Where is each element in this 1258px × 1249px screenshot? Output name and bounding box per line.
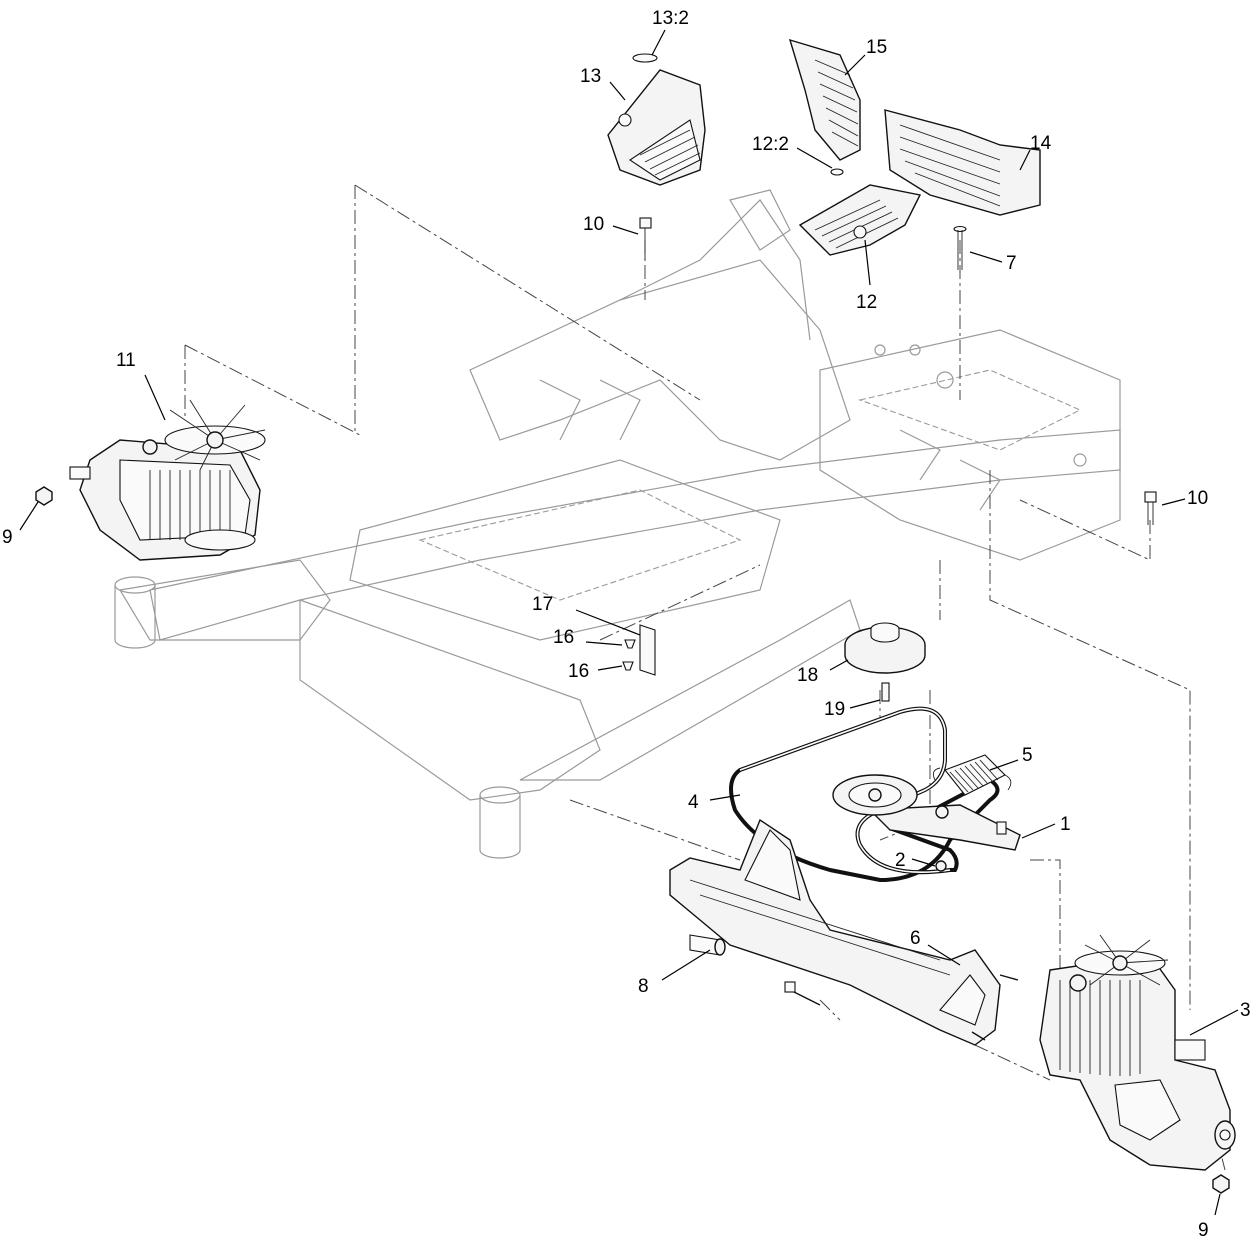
callout-13: 13: [580, 66, 601, 87]
side-guard-14: [884, 109, 1041, 216]
callout-13-2: 13:2: [652, 8, 689, 29]
bolt-bracket: [784, 981, 821, 1006]
spring-5: [932, 754, 1012, 796]
nut-9-left: [35, 486, 53, 506]
mower-frame: [114, 189, 1121, 859]
callout-10-top: 10: [583, 214, 604, 235]
callout-12: 12: [856, 292, 877, 313]
callout-3: 3: [1240, 1000, 1251, 1021]
callout-labels: 13:2 13 15 12:2 14 10 7 12 11 9 10 17 16…: [2, 8, 1251, 1241]
callout-2: 2: [895, 850, 906, 871]
transaxle-3-right: [1039, 934, 1236, 1171]
pulley-18: [844, 622, 926, 674]
callout-7: 7: [1006, 253, 1017, 274]
callout-16-lower: 16: [568, 661, 589, 682]
callout-9-left: 9: [2, 527, 13, 548]
callout-18: 18: [797, 665, 818, 686]
callout-5: 5: [1022, 745, 1033, 766]
idler-arm-1: [832, 774, 1021, 851]
transaxle-11-left: [69, 399, 266, 561]
callout-15: 15: [866, 37, 887, 58]
callout-10-right: 10: [1187, 488, 1208, 509]
nut-9-right: [1212, 1174, 1230, 1194]
callout-11: 11: [116, 350, 136, 371]
callout-19: 19: [824, 699, 845, 720]
seat-shroud-13: [607, 53, 706, 186]
callout-6: 6: [910, 928, 921, 949]
side-guard-15: [788, 38, 861, 161]
callout-17: 17: [532, 594, 553, 615]
callout-1: 1: [1060, 814, 1071, 835]
callout-9-right: 9: [1198, 1220, 1209, 1241]
bolt-10-right: [1144, 491, 1157, 525]
key-19: [881, 682, 890, 702]
bracket-17: [639, 624, 656, 676]
screw-16-upper: [624, 639, 636, 649]
pin-8: [689, 934, 726, 956]
bolt-2: [935, 860, 947, 872]
seat-shroud-12: [798, 168, 922, 256]
callout-4: 4: [688, 792, 699, 813]
screw-16-lower: [622, 661, 634, 671]
bolt-7: [953, 225, 967, 270]
bolt-10-top: [639, 217, 652, 260]
callout-12-2: 12:2: [752, 134, 789, 155]
cradle-bracket-6: [669, 818, 1019, 1046]
callout-16-upper: 16: [553, 627, 574, 648]
leader-lines: [19, 29, 1239, 1216]
callout-8: 8: [638, 976, 649, 997]
callout-14: 14: [1030, 133, 1052, 154]
